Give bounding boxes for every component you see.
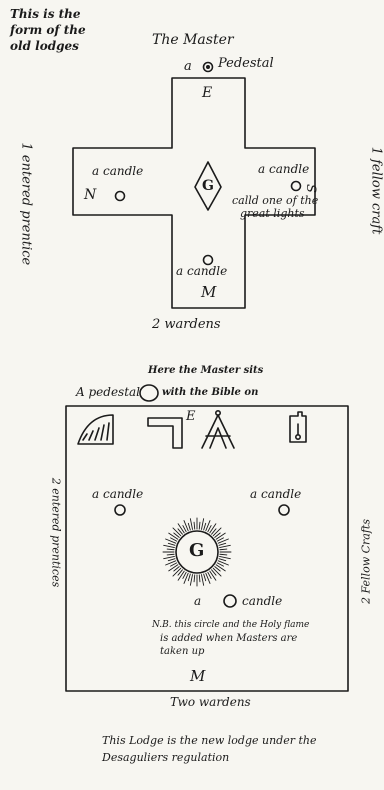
candle-right-label: a candle (258, 163, 309, 175)
east-label-2: E (186, 410, 196, 423)
plumb-icon (290, 412, 306, 442)
wardens-label: 2 wardens (152, 318, 221, 331)
pedestal-label: Pedestal (218, 57, 274, 70)
candle-bottom-label: a candle (176, 265, 227, 277)
entered-prentices-label: 2 entered prentices (51, 463, 62, 603)
caption-line-1: This Lodge is the new lodge under the (102, 735, 317, 746)
caption-line-2: Desaguliers regulation (102, 752, 229, 763)
nb-note-2: is added when Masters are (160, 634, 297, 644)
pedestal-left-label: A pedestal (76, 386, 140, 398)
candle-a-label: a (194, 595, 201, 607)
candle-lower-circle (224, 595, 236, 607)
south-label: S (304, 184, 317, 193)
pedestal-right-label: with the Bible on (162, 388, 258, 398)
lodge-rectangle (66, 406, 348, 691)
two-wardens-label: Two wardens (170, 696, 251, 708)
note-line-2: form of the (10, 24, 86, 36)
candle-right-circle (292, 182, 301, 191)
note-line-1: This is the (10, 8, 81, 20)
great-lights-2: great lights (240, 208, 305, 219)
master-label: The Master (152, 33, 234, 47)
great-lights-1: calld one of the (232, 195, 318, 206)
center-g-2: G (189, 542, 204, 560)
candle-left-circle (116, 192, 125, 201)
entered-prentice-label: 1 entered prentice (20, 143, 33, 263)
fellow-crafts-label: 2 Fellow Crafts (361, 492, 372, 632)
nb-note-1: N.B. this circle and the Holy flame (152, 621, 309, 630)
west-label: M (201, 285, 216, 300)
candle-lower-label: candle (242, 595, 282, 607)
center-g: G (202, 179, 214, 193)
fellow-craft-label: 1 fellow craft (370, 131, 383, 251)
candle-left-label-2: a candle (92, 488, 143, 500)
candle-left-circle-2 (115, 505, 125, 515)
north-label: N (84, 188, 96, 202)
square-icon (148, 418, 182, 448)
master-sits-label: Here the Master sits (148, 366, 263, 376)
west-label-2: M (190, 669, 205, 684)
candle-right-label-2: a candle (250, 488, 301, 500)
bible-pedestal-circle (140, 385, 158, 401)
candle-right-circle-2 (279, 505, 289, 515)
pedestal-a: a (184, 60, 192, 73)
east-label: E (202, 86, 212, 100)
note-line-3: old lodges (10, 40, 79, 52)
candle-left-label: a candle (92, 165, 143, 177)
nb-note-3: taken up (160, 647, 204, 657)
compasses-icon (202, 415, 234, 448)
